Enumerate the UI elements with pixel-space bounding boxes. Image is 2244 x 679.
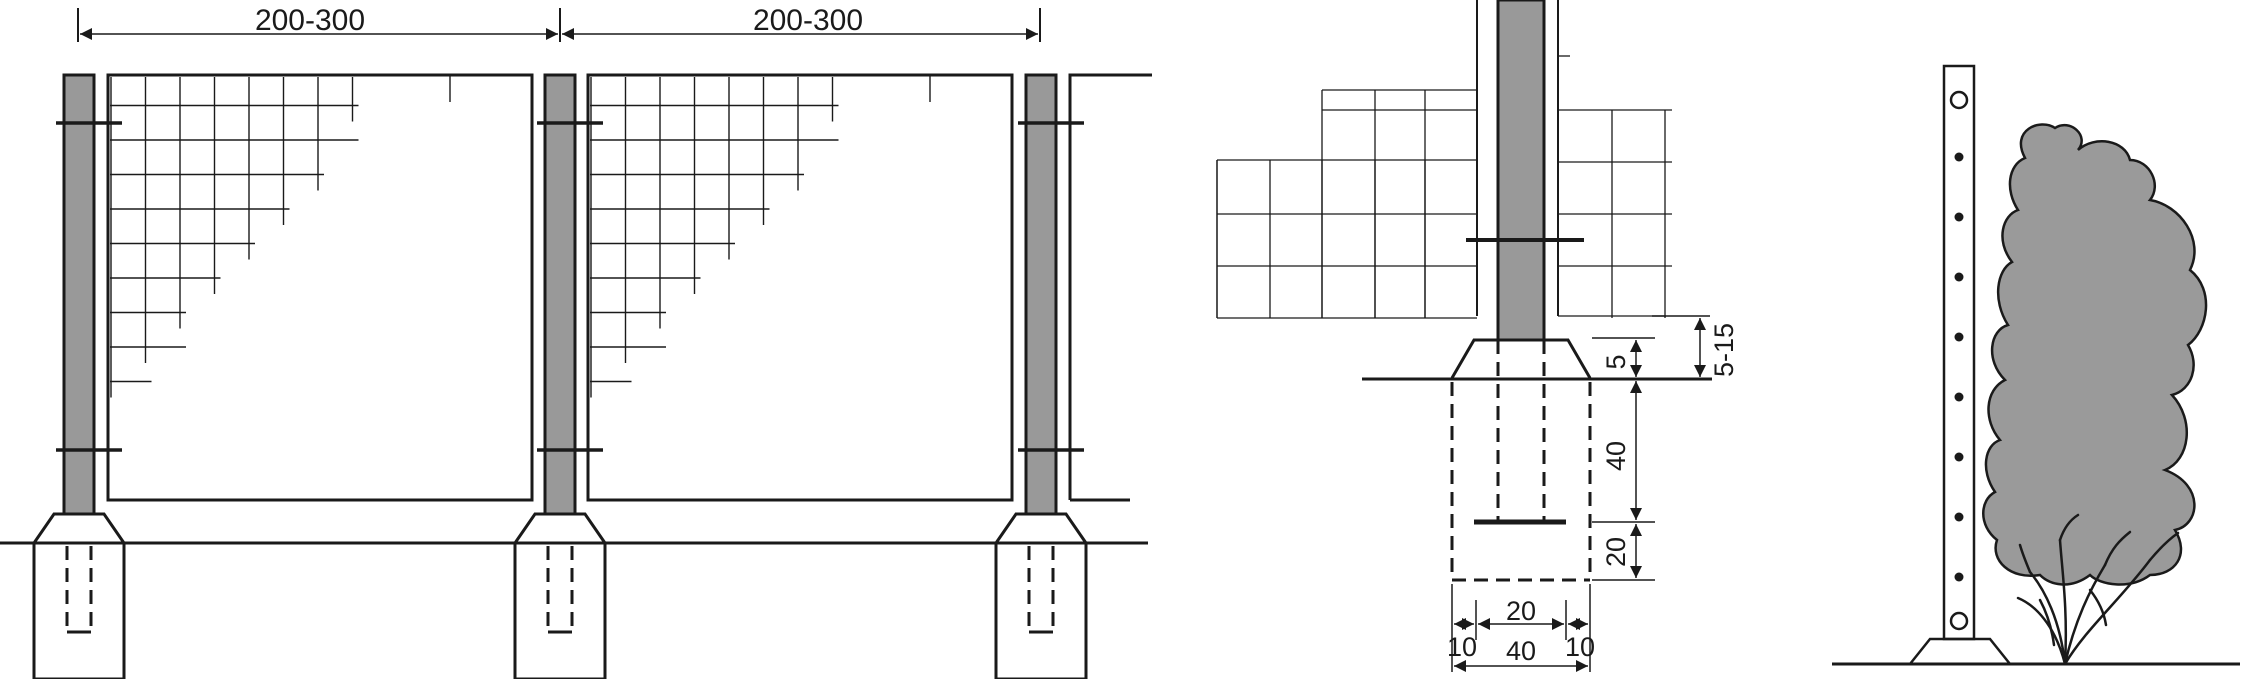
detail-vertical-dimensions <box>1592 315 1710 581</box>
dim-embed-depth: 40 <box>1601 441 1631 471</box>
dim-total-width: 40 <box>1506 636 1536 666</box>
dim-offset-left: 10 <box>1447 632 1477 662</box>
detail-collar <box>1450 338 1592 379</box>
dim-above-ground: 5 <box>1601 354 1631 369</box>
mesh-panel-left <box>106 73 534 502</box>
fence-elevation: 200-300 200-300 <box>0 4 1152 679</box>
fence-posts <box>32 73 1088 679</box>
dim-inner-width: 20 <box>1506 596 1536 626</box>
post-middle <box>513 73 607 679</box>
span-dimension-right: 200-300 <box>562 4 1041 42</box>
mesh-panel-partial <box>1068 73 1152 500</box>
span-label-left: 200-300 <box>255 4 365 37</box>
dim-offset-right: 10 <box>1565 632 1595 662</box>
shrub-branches <box>2016 513 2180 666</box>
span-label-right: 200-300 <box>753 4 863 37</box>
perforated-post <box>1942 64 1976 641</box>
post-left <box>32 73 126 679</box>
span-dimension-left: 200-300 <box>77 4 561 42</box>
mesh-panel-right <box>586 73 1014 502</box>
mesh-right-detail <box>1558 55 1672 318</box>
post-holes <box>1949 90 1969 631</box>
detail-post <box>1496 0 1546 342</box>
mesh-left-detail <box>1216 89 1477 319</box>
post-right <box>994 73 1088 679</box>
detail-footing <box>1450 340 1592 582</box>
post-foundation-detail: 5 40 20 5-15 20 10 40 10 <box>1216 0 1739 672</box>
detail-horizontal-dimensions <box>1451 584 1591 672</box>
dim-above-ground-range: 5-15 <box>1709 323 1739 377</box>
shrub-icon <box>1982 123 2208 586</box>
dim-base-depth: 20 <box>1601 537 1631 567</box>
post-with-shrub <box>1832 64 2240 666</box>
post-base <box>1909 637 2011 665</box>
